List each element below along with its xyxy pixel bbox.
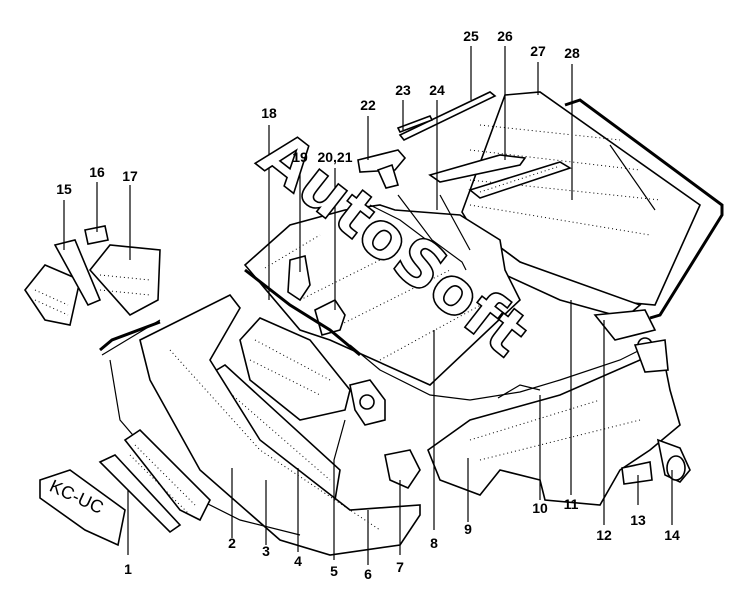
fuel-cap [656,438,691,483]
wiper-blade-25 [398,91,497,141]
callout-23: 23 [395,82,411,98]
front-panel [239,317,351,421]
callout-6: 6 [364,566,372,582]
bulb-holder-16 [84,225,109,245]
hood-lock [287,255,311,302]
callout-8: 8 [430,535,438,551]
callout-3: 3 [262,543,270,559]
wiper-blade-23 [396,114,434,134]
headlight-bracket-16 [53,239,102,307]
callout-16: 16 [89,164,105,180]
callout-27: 27 [530,43,546,59]
callout-20-21: 20,21 [317,149,352,165]
callout-4: 4 [294,553,302,569]
leader-lines [63,46,673,565]
callout-11: 11 [564,496,579,512]
callout-25: 25 [463,28,479,44]
actuator [349,379,386,426]
callout-7: 7 [396,559,404,575]
callout-15: 15 [56,181,72,197]
hood-seal [244,268,361,357]
callout-10: 10 [532,500,548,516]
callout-28: 28 [564,45,580,61]
bumper-cover [139,293,421,556]
hood-struts [369,194,471,271]
callout-17: 17 [122,168,138,184]
callout-18: 18 [261,105,277,121]
callout-26: 26 [497,28,513,44]
bumper-bracket [384,449,421,490]
callout-9: 9 [464,521,472,537]
side-marker [621,461,653,485]
lower-grille [123,428,211,522]
fender [427,359,681,506]
wiper-arm [428,154,572,199]
callout-14: 14 [664,527,680,543]
windshield-seal [564,98,724,320]
cable-10 [497,384,541,399]
headlight-17 [88,244,161,317]
callout-2: 2 [228,535,236,551]
callout-1: 1 [124,561,132,577]
callout-22: 22 [360,97,376,113]
grille-strip [98,454,182,534]
mudguard [593,309,669,373]
headlight-15 [24,264,81,326]
callout-19: 19 [292,149,308,165]
callout-12: 12 [596,527,612,543]
hood [243,204,521,386]
callout-13: 13 [630,512,646,528]
callout-24: 24 [429,82,445,98]
callout-5: 5 [330,563,338,579]
license-plate: KC-UC [39,469,126,547]
hinge-22 [357,149,407,189]
side-trim [99,320,161,352]
